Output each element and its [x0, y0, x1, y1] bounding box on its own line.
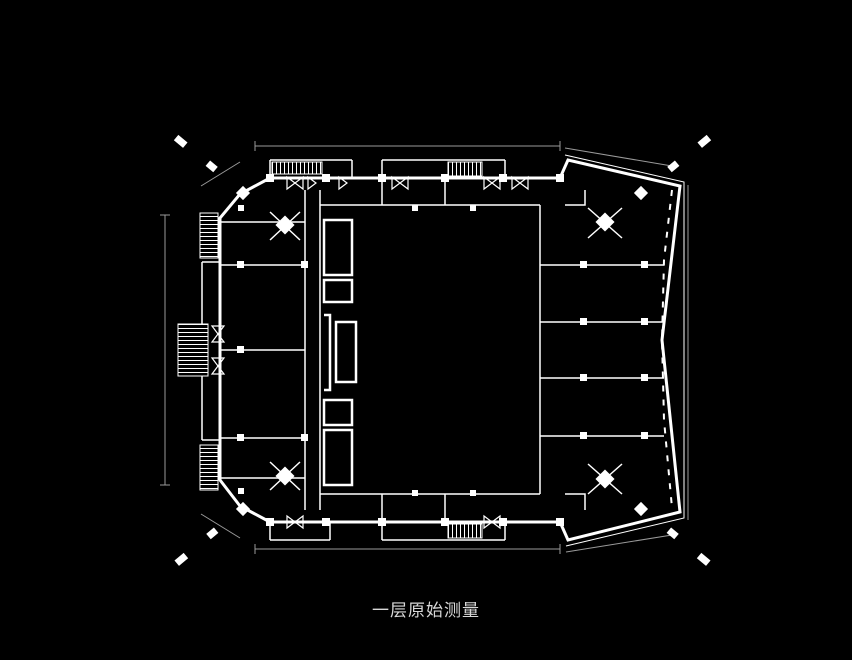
diagonal-column-markers: [269, 207, 623, 495]
curtain-wall: [660, 189, 673, 509]
interior-walls: [201, 159, 664, 541]
drawing-title: 一层原始测量: [372, 601, 480, 621]
dimension-lines: [160, 141, 689, 554]
corner-markers: [173, 134, 712, 566]
structural-columns: [235, 174, 649, 526]
central-core: [322, 218, 358, 487]
curtain-wall-outer: [564, 154, 685, 547]
staircases: [177, 161, 483, 539]
door-symbols: [210, 175, 529, 530]
